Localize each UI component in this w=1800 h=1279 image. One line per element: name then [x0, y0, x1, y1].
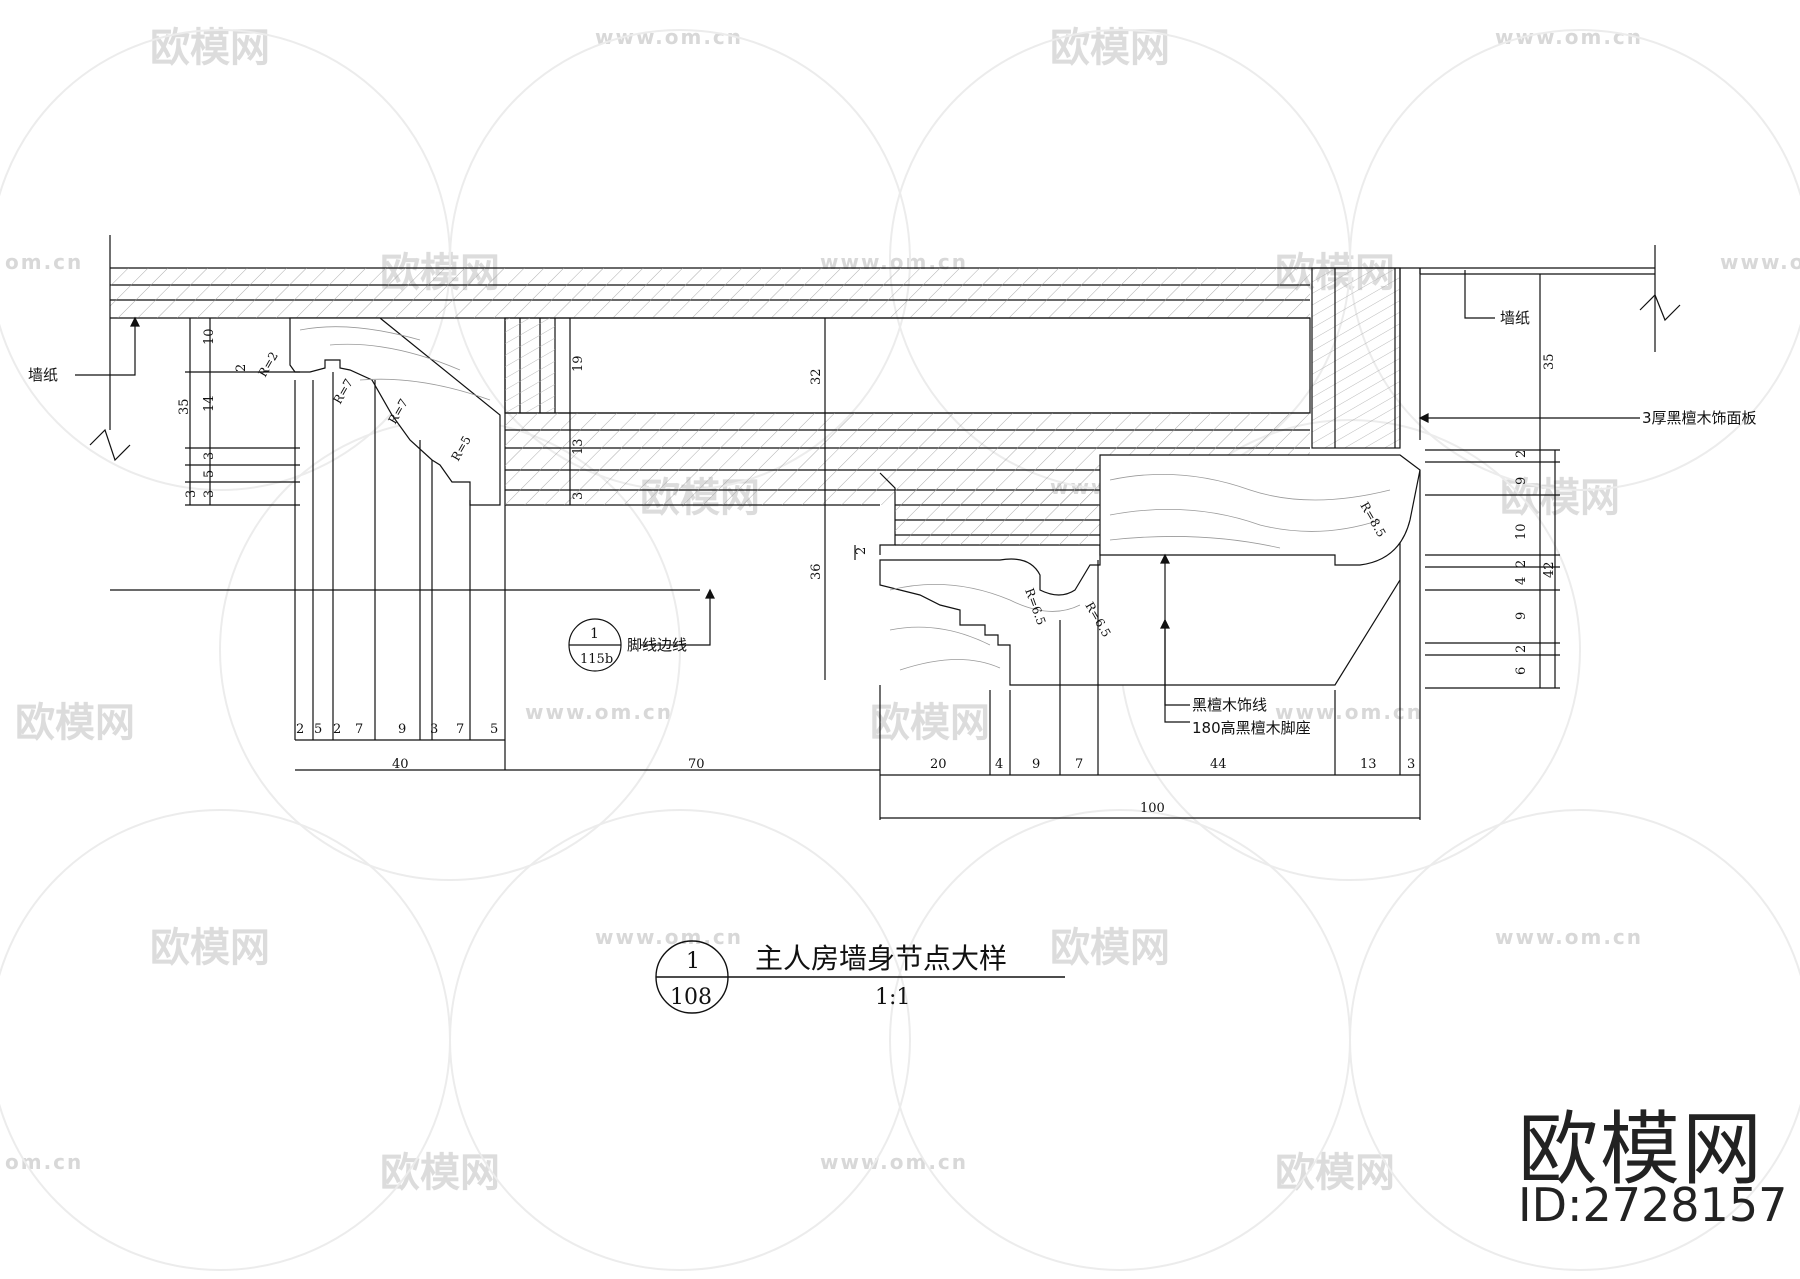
dim-left-5: 5	[202, 470, 217, 478]
dim-bottom-3b: 3	[1407, 757, 1415, 772]
watermark-id: ID:2728157	[1518, 1178, 1788, 1232]
dim-bottom-13: 13	[1360, 757, 1377, 772]
radius-7a: R=7	[330, 376, 355, 406]
dim-bottom-9a: 9	[398, 722, 406, 737]
dim-right-10: 10	[1514, 523, 1529, 540]
label-base: 180高黑檀木脚座	[1192, 719, 1311, 737]
dim-bottom-3a: 3	[430, 722, 438, 737]
section-ref-sheet: 115b	[580, 652, 613, 667]
dim-left-3c: 3	[184, 490, 199, 498]
leaders	[75, 270, 1640, 723]
dim-center-32: 32	[809, 368, 824, 385]
dim-right-2b: 2	[1514, 560, 1529, 568]
dim-bottom-9b: 9	[1032, 757, 1040, 772]
dim-left-2: 2	[234, 364, 249, 372]
dim-center-36: 36	[809, 563, 824, 580]
dim-right-9: 9	[1514, 477, 1529, 485]
dim-right-42: 42	[1542, 561, 1557, 578]
dim-center-3: 3	[571, 492, 586, 500]
label-trim: 黑檀木饰线	[1192, 696, 1267, 714]
drawing-title: 主人房墙身节点大样	[755, 942, 1007, 975]
dim-bottom-5b: 5	[490, 722, 498, 737]
dim-bottom-40: 40	[392, 757, 409, 772]
dim-right-4: 4	[1514, 577, 1529, 585]
section-ref-label: 脚线边线	[627, 636, 687, 654]
dim-bottom-7c: 7	[1075, 757, 1083, 772]
title-ref-number: 1	[686, 949, 700, 974]
dim-left-14: 14	[202, 395, 217, 412]
annotation-labels: 墙纸 墙纸 3厚黑檀木饰面板 黑檀木饰线 180高黑檀木脚座	[28, 309, 1757, 737]
drawing-lines	[89, 235, 1681, 820]
dim-bottom-20: 20	[930, 757, 947, 772]
watermark-circles	[0, 29, 1800, 1271]
label-wallpaper-right: 墙纸	[1500, 309, 1530, 327]
dim-bottom-7a: 7	[355, 722, 363, 737]
label-wallpaper-left: 墙纸	[28, 366, 58, 384]
drawing-scale: 1:1	[875, 985, 910, 1010]
dim-bottom-2b: 2	[333, 722, 341, 737]
section-ref-symbol: 1 115b 脚线边线	[568, 618, 687, 672]
label-panel: 3厚黑檀木饰面板	[1642, 409, 1757, 427]
dim-right-2c: 2	[1514, 645, 1529, 653]
dim-left-35: 35	[177, 398, 192, 415]
title-block: 1 108 主人房墙身节点大样 1:1	[655, 940, 1065, 1014]
watermark-brand-large: 欧模网	[1518, 1103, 1764, 1196]
dim-bottom-5a: 5	[314, 722, 322, 737]
dim-center-2: 2	[854, 547, 869, 555]
dim-left-10: 10	[202, 328, 217, 345]
dim-center-19: 19	[571, 355, 586, 372]
dim-center-13: 13	[571, 438, 586, 455]
dim-left-3b: 3	[202, 490, 217, 498]
title-ref-sheet: 108	[670, 985, 712, 1010]
dim-bottom-7b: 7	[456, 722, 464, 737]
dim-bottom-100: 100	[1140, 801, 1165, 816]
radius-2: R=2	[255, 349, 280, 379]
dim-right-9b: 9	[1514, 612, 1529, 620]
dim-right-6: 6	[1514, 667, 1529, 675]
dimension-texts: 10 2 35 14 3 5 3 3 19 32 13 3 2 36 35 2 …	[177, 328, 1557, 816]
dim-bottom-2a: 2	[296, 722, 304, 737]
dim-right-2: 2	[1514, 450, 1529, 458]
dim-bottom-4: 4	[995, 757, 1003, 772]
dim-right-35: 35	[1542, 353, 1557, 370]
dim-left-3a: 3	[202, 452, 217, 460]
section-ref-number: 1	[590, 626, 599, 642]
dim-bottom-44: 44	[1210, 757, 1227, 772]
dim-bottom-70: 70	[688, 757, 705, 772]
